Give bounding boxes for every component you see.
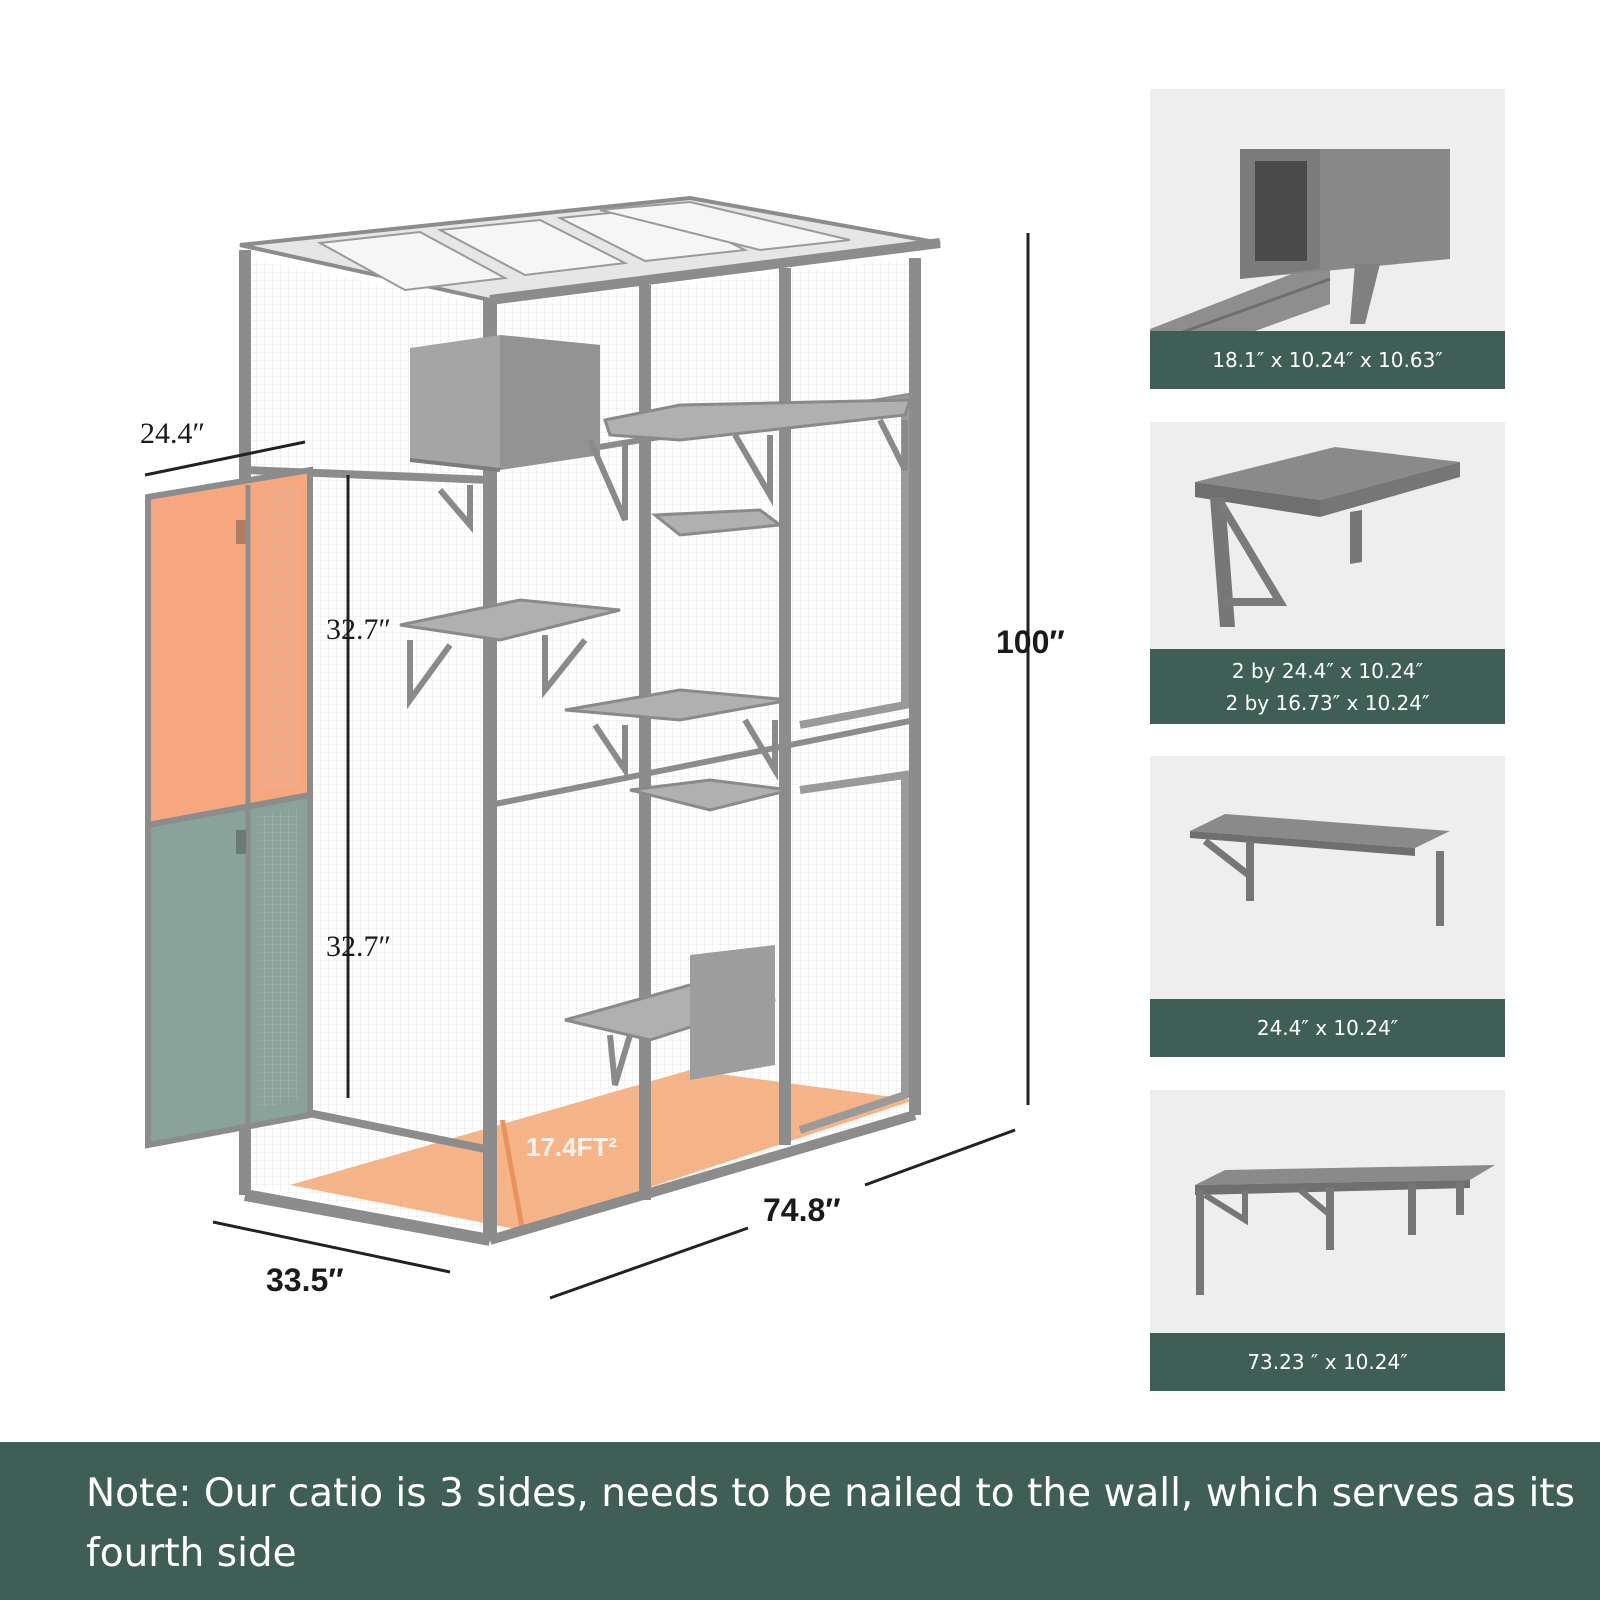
note-text: Note: Our catio is 3 sides, needs to be …: [86, 1471, 1575, 1576]
platform-shelves-caption: 2 by 24.4″ x 10.24″ 2 by 16.73″ x 10.24″: [1150, 649, 1505, 724]
single-shelf-render: [1190, 814, 1450, 926]
catio-illustration: [144, 195, 1030, 1300]
roof: [239, 195, 941, 305]
floor-side-highlight: [500, 1120, 525, 1230]
height-dimension: 100″: [996, 624, 1065, 660]
note-banner: Note: Our catio is 3 sides, needs to be …: [0, 1442, 1600, 1600]
panel-single-shelf: 24.4″ x 10.24″: [1150, 756, 1505, 1057]
hideout-box-size: 18.1″ x 10.24″ x 10.63″: [1212, 348, 1443, 372]
floor-area: [290, 1070, 915, 1230]
panel-platform-shelves: 2 by 24.4″ x 10.24″ 2 by 16.73″ x 10.24″: [1150, 422, 1505, 724]
long-shelf-caption: 73.23 ″ x 10.24″: [1150, 1333, 1505, 1391]
hideout-box: [409, 335, 600, 472]
width-dimension: 33.5″: [266, 1262, 344, 1298]
floor-area-label: 17.4FT²: [526, 1132, 618, 1162]
hideout-box-render: [1150, 149, 1450, 369]
panel-long-shelf: 73.23 ″ x 10.24″: [1150, 1090, 1505, 1391]
panel-hideout-box: 18.1″ x 10.24″ x 10.63″: [1150, 89, 1505, 389]
length-dimension: 74.8″: [763, 1192, 841, 1228]
door-upper-dimension: 32.7″: [326, 613, 391, 646]
door-lower-dimension: 32.7″: [326, 930, 391, 963]
single-shelf-caption: 24.4″ x 10.24″: [1150, 999, 1505, 1057]
platform-shelf-size-1: 2 by 24.4″ x 10.24″: [1231, 658, 1424, 683]
long-shelf-render: [1195, 1165, 1495, 1295]
back-panel: [690, 945, 775, 1080]
long-shelf-size: 73.23 ″ x 10.24″: [1247, 1350, 1408, 1374]
dimension-lines: [144, 233, 1030, 1300]
depth-top-dimension: 24.4″: [140, 417, 205, 450]
platform-shelf-render: [1195, 447, 1460, 627]
platform-shelf-size-2: 2 by 16.73″ x 10.24″: [1225, 690, 1430, 715]
single-shelf-size: 24.4″ x 10.24″: [1256, 1016, 1399, 1040]
open-door: [145, 466, 313, 1149]
hideout-box-caption: 18.1″ x 10.24″ x 10.63″: [1150, 331, 1505, 389]
